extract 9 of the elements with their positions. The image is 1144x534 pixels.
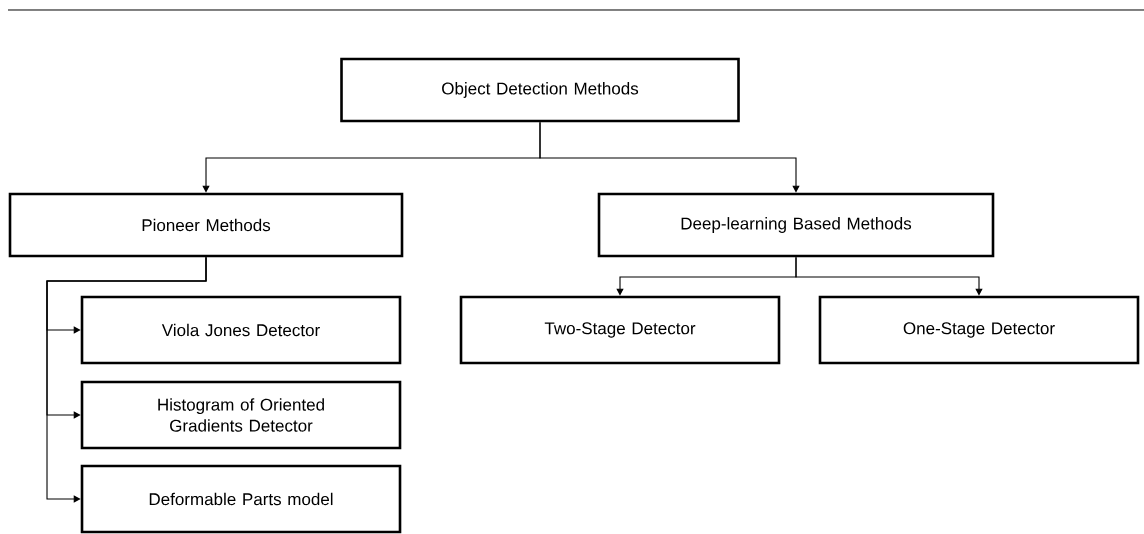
box: Pioneer Methods [8, 192, 404, 258]
box: One-Stage Detector [818, 295, 1140, 365]
box: Two-Stage Detector [459, 295, 781, 365]
box: Deep-learning Based Methods [597, 192, 995, 258]
arrow [46, 256, 207, 503]
box: Object Detection Methods [340, 57, 740, 123]
box: Viola Jones Detector [80, 295, 402, 365]
box: Deformable Parts model [80, 464, 402, 534]
box: Histogram of Oriented Gradients Detector [80, 380, 402, 450]
